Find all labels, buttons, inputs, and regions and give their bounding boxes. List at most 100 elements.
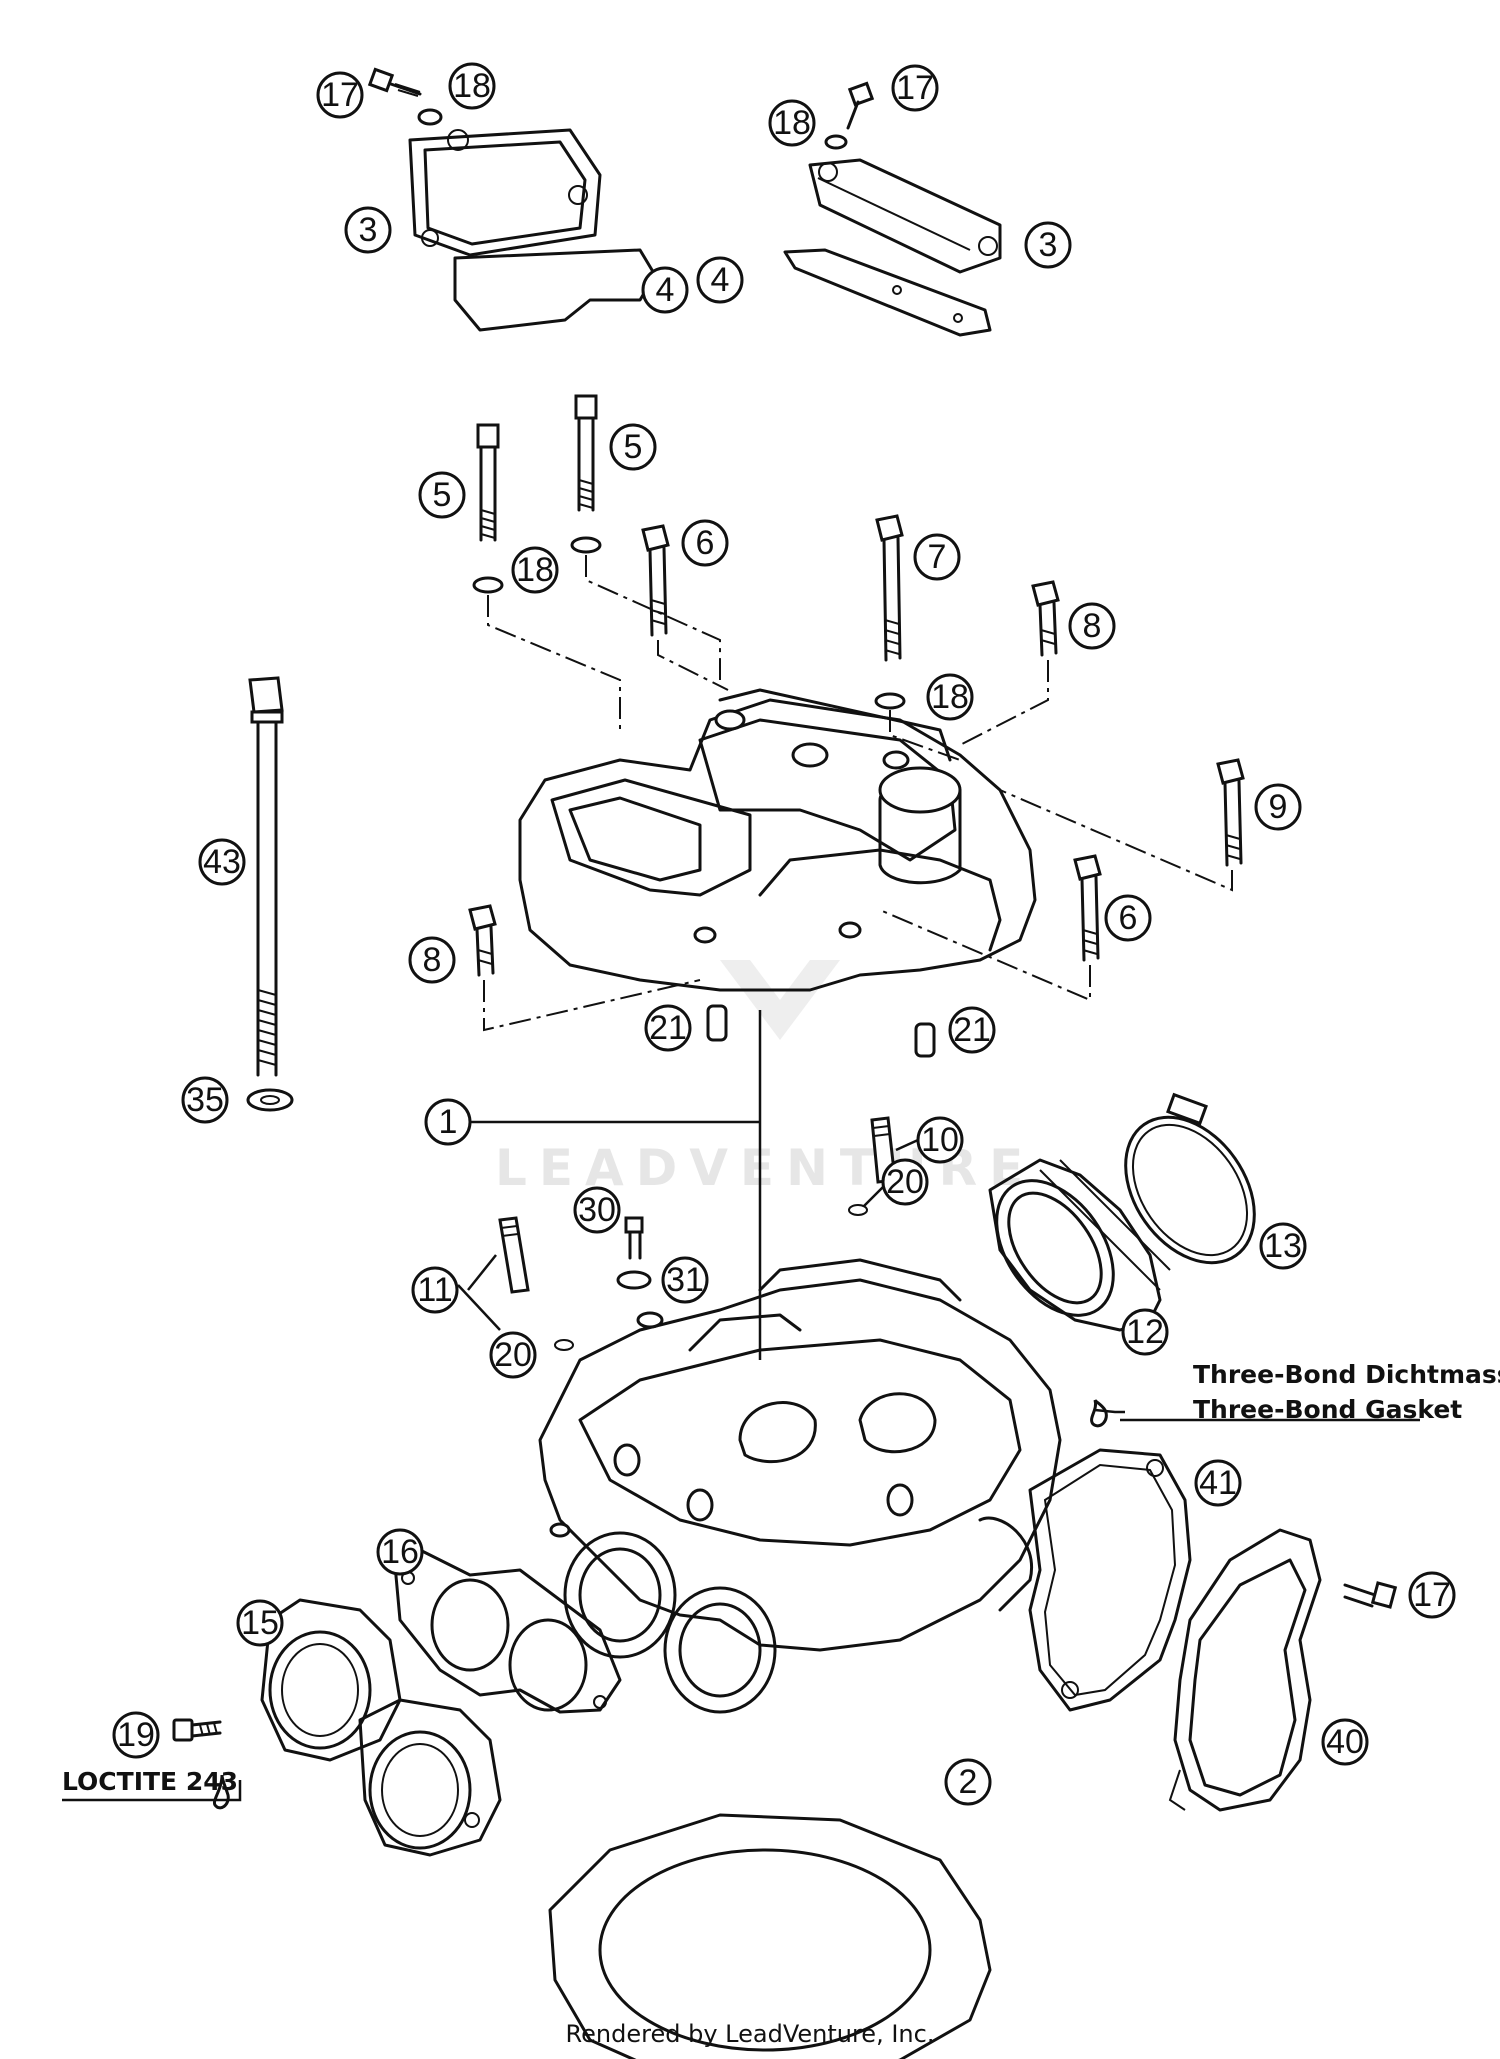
callout-43: 43 [198, 838, 246, 886]
intake-boot-12 [988, 1158, 1171, 1332]
callout-16: 16 [376, 1528, 424, 1576]
bolt-17-top-left [367, 67, 443, 126]
callout-17: 17 [1408, 1571, 1456, 1619]
callout-2: 2 [944, 1758, 992, 1806]
water-pump-gasket-41 [1028, 1448, 1192, 1712]
sealant-drop [1090, 1399, 1108, 1428]
callout-4: 4 [696, 256, 744, 304]
svg-text:21: 21 [649, 1009, 687, 1047]
callout-13: 13 [1259, 1222, 1307, 1270]
callout-21: 21 [644, 1004, 692, 1052]
callout-20: 20 [489, 1331, 537, 1379]
svg-text:17: 17 [896, 69, 934, 107]
callout-18: 18 [926, 673, 974, 721]
exhaust-gasket-16 [393, 1548, 622, 1714]
callout-15: 15 [236, 1599, 284, 1647]
callout-1: 1 [424, 1098, 472, 1146]
callout-18: 18 [448, 62, 496, 110]
svg-text:18: 18 [931, 678, 969, 716]
callout-6: 6 [681, 519, 729, 567]
callout-41: 41 [1194, 1459, 1242, 1507]
svg-text:15: 15 [241, 1604, 279, 1642]
bolt-7 [874, 514, 906, 710]
svg-text:11: 11 [417, 1271, 452, 1309]
svg-text:5: 5 [624, 428, 643, 466]
svg-text:43: 43 [203, 843, 241, 881]
dowel-pins-21 [706, 1004, 936, 1058]
svg-text:31: 31 [666, 1261, 704, 1299]
callout-3: 3 [1024, 221, 1072, 269]
svg-text:3: 3 [1039, 226, 1058, 264]
svg-text:17: 17 [1413, 1576, 1451, 1614]
svg-text:3: 3 [359, 211, 378, 249]
callout-9: 9 [1254, 783, 1302, 831]
bolt-5-left [472, 423, 504, 594]
callout-12: 12 [1121, 1308, 1169, 1356]
valve-cover-right [783, 158, 1002, 337]
svg-text:8: 8 [1083, 607, 1102, 645]
callout-8: 8 [1068, 602, 1116, 650]
svg-text:12: 12 [1126, 1313, 1164, 1351]
svg-text:5: 5 [433, 476, 452, 514]
svg-text:18: 18 [516, 551, 554, 589]
svg-text:35: 35 [186, 1081, 224, 1119]
svg-text:18: 18 [453, 67, 491, 105]
watermark: LEADVENTURE [495, 960, 1023, 1197]
svg-text:20: 20 [886, 1163, 924, 1201]
base-gasket-2 [548, 1813, 992, 2059]
bolt-8-right [1031, 580, 1060, 657]
bolt-6-upper [641, 524, 670, 637]
svg-text:2: 2 [959, 1763, 978, 1801]
callouts: 17 18 3 4 17 18 3 4 5 5 18 6 7 8 18 9 43… [112, 62, 1456, 1806]
svg-text:1: 1 [439, 1103, 458, 1141]
cylinder-head [538, 1258, 1062, 1714]
callout-7: 7 [913, 533, 961, 581]
sealant-note-en: Three-Bond Gasket [1193, 1395, 1462, 1424]
callout-5: 5 [609, 423, 657, 471]
svg-text:20: 20 [494, 1336, 532, 1374]
svg-text:41: 41 [1199, 1464, 1237, 1502]
svg-text:4: 4 [656, 271, 675, 309]
bolt-30-washer-31 [616, 1216, 652, 1290]
svg-text:8: 8 [423, 941, 442, 979]
callout-11: 11 [411, 1266, 459, 1314]
bolt-43 [246, 676, 294, 1112]
svg-text:16: 16 [381, 1533, 419, 1571]
svg-text:6: 6 [696, 524, 715, 562]
callout-6: 6 [1104, 894, 1152, 942]
callout-21: 21 [948, 1006, 996, 1054]
callout-19: 19 [112, 1711, 160, 1759]
svg-text:30: 30 [578, 1191, 616, 1229]
svg-text:21: 21 [953, 1011, 991, 1049]
cover-40 [1168, 1528, 1322, 1812]
callout-3: 3 [344, 206, 392, 254]
svg-text:40: 40 [1326, 1723, 1364, 1761]
callout-5: 5 [418, 471, 466, 519]
callout-20: 20 [881, 1158, 929, 1206]
valve-cover-left [408, 128, 657, 332]
callout-40: 40 [1321, 1718, 1369, 1766]
valve-guide-11 [498, 1216, 574, 1351]
svg-text:6: 6 [1119, 899, 1138, 937]
svg-text:18: 18 [773, 104, 811, 142]
bolt-5-center [570, 394, 602, 554]
svg-text:19: 19 [117, 1716, 155, 1754]
exhaust-flanges-15 [260, 1598, 502, 1857]
bolt-17-right [1343, 1581, 1398, 1609]
camshaft-carrier [518, 688, 1037, 992]
callout-35: 35 [181, 1076, 229, 1124]
svg-text:9: 9 [1269, 788, 1288, 826]
svg-text:10: 10 [921, 1121, 959, 1159]
svg-text:13: 13 [1264, 1227, 1302, 1265]
bolt-9 [1216, 758, 1245, 867]
callout-30: 30 [573, 1186, 621, 1234]
callout-18: 18 [768, 99, 816, 147]
bolt-8-left [468, 904, 497, 977]
hose-clamp-13 [1124, 1092, 1256, 1265]
footer-credit: Rendered by LeadVenture, Inc. [565, 2020, 935, 2048]
loctite-note: LOCTITE 243 [62, 1767, 238, 1796]
bolt-17-top-right [824, 81, 875, 150]
bolt-6-lower [1073, 854, 1102, 962]
callout-17: 17 [316, 71, 364, 119]
